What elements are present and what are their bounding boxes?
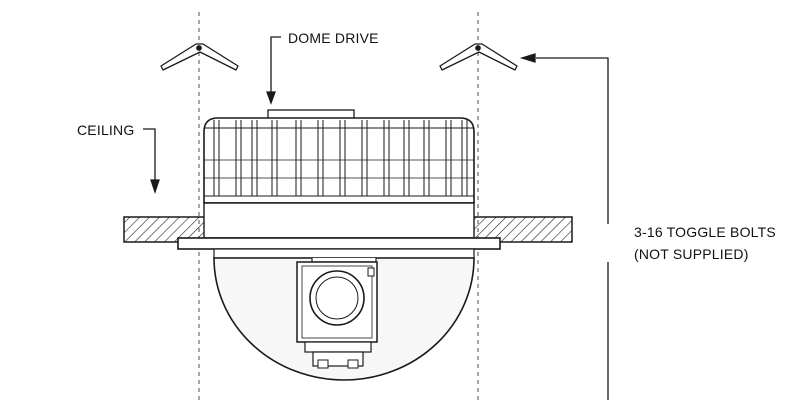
toggle-bolts-arrow-icon bbox=[519, 53, 536, 63]
drive-mount-ring bbox=[203, 202, 475, 239]
dome-drive-housing bbox=[203, 109, 475, 239]
trim-flange bbox=[177, 237, 501, 250]
ceiling-leader bbox=[143, 128, 160, 195]
trim-collar bbox=[213, 248, 475, 259]
camera-module bbox=[296, 258, 378, 369]
dome-drive-label: DOME DRIVE bbox=[288, 30, 379, 46]
drive-body bbox=[203, 117, 475, 204]
ceiling-right-slab bbox=[469, 216, 573, 243]
ceiling-label: CEILING bbox=[77, 122, 135, 138]
dome-drive-leader bbox=[266, 36, 281, 105]
toggle-bolt-right-icon bbox=[439, 43, 518, 71]
toggle-bolt-left-icon bbox=[160, 43, 239, 71]
toggle-bolts-note: (NOT SUPPLIED) bbox=[634, 246, 749, 262]
ceiling-section bbox=[123, 216, 573, 243]
dome-drive-arrow-icon bbox=[266, 91, 276, 105]
toggle-bolts-leader bbox=[519, 53, 609, 400]
ceiling-arrow-icon bbox=[150, 179, 160, 195]
camera-lens-icon bbox=[309, 270, 365, 326]
toggle-bolts-label: 3-16 TOGGLE BOLTS bbox=[634, 224, 776, 240]
dome-bubble bbox=[213, 257, 475, 381]
bolt-guide-lines bbox=[198, 12, 479, 400]
